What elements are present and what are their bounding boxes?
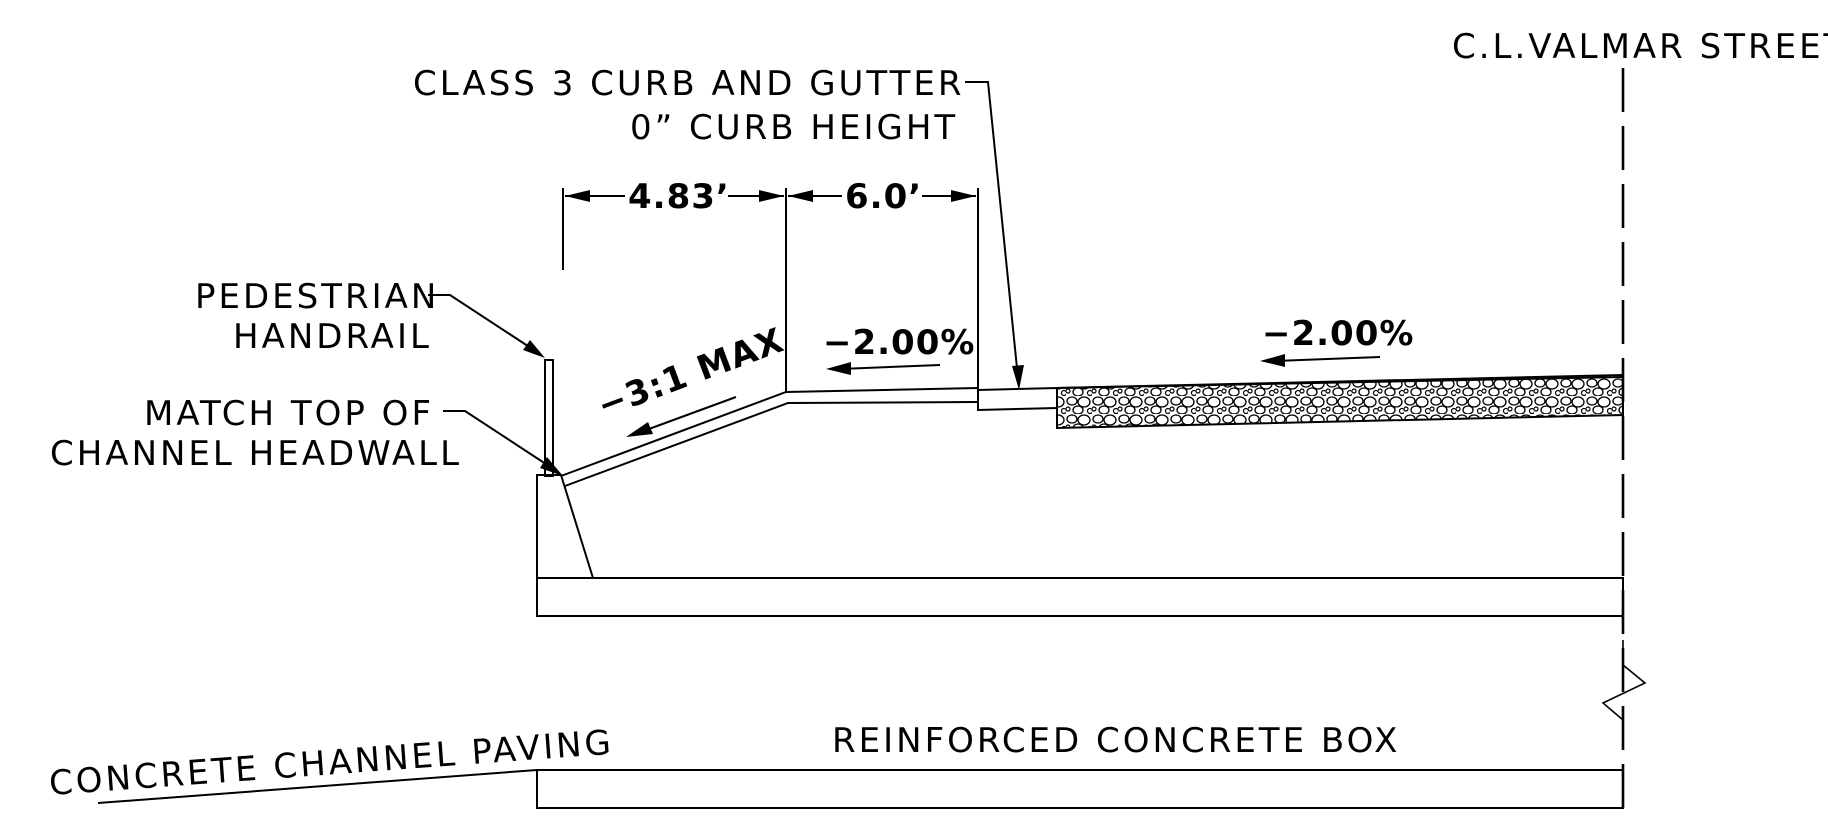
dim2-arrow-right: [951, 190, 976, 202]
headwall-leader-arrowhead: [540, 457, 563, 476]
bottom-slab-outline: [536, 769, 1624, 809]
centerline: C.L.VALMAR STREET: [1452, 27, 1828, 820]
channel-headwall: [536, 474, 594, 579]
side-slope-label: −3:1 MAX: [592, 320, 789, 426]
dim1-arrow-left: [565, 190, 590, 202]
headwall-callout: MATCH TOP OF CHANNEL HEADWALL: [50, 394, 563, 476]
side-slope-arrowhead: [626, 422, 653, 437]
headwall-outline: [536, 474, 594, 579]
handrail-leader-line: [428, 294, 538, 353]
parkway-slope-arrow-line: [839, 364, 941, 370]
aggregate-base-layer: [1056, 375, 1624, 430]
top-slab: [536, 577, 1624, 617]
dim1-arrow-right: [759, 190, 784, 202]
break-symbol: [1601, 640, 1647, 745]
box-label: REINFORCED CONCRETE BOX: [832, 721, 1400, 761]
match-label-line2: CHANNEL HEADWALL: [50, 434, 462, 474]
channel-paving: CONCRETE CHANNEL PAVING: [48, 723, 615, 804]
break-line: [1601, 640, 1647, 745]
road-slope-arrow-line: [1274, 356, 1381, 362]
surface-bottom-line: [564, 401, 979, 487]
handrail-callout: PEDESTRIAN HANDRAIL: [195, 277, 545, 358]
bottom-slab: [536, 769, 1624, 809]
parkway-slope-label: −2.00%: [823, 323, 975, 363]
channel-paving-line: [97, 769, 538, 804]
pavement-section: [1056, 374, 1624, 430]
sidewalk-width-dim: 4.83’: [628, 177, 730, 217]
handrail-label-line2: HANDRAIL: [233, 317, 432, 357]
handrail-leader-arrowhead: [523, 340, 545, 358]
road-slope-label: −2.00%: [1262, 314, 1414, 354]
curb-and-gutter-outline: [977, 386, 1058, 412]
curb-leader-arrowhead: [1012, 365, 1024, 390]
road-slope-arrowhead: [1260, 354, 1285, 367]
handrail-label-line1: PEDESTRIAN: [195, 277, 439, 317]
parkway-width-dim: 6.0’: [845, 177, 922, 217]
headwall-leader-line: [443, 410, 556, 471]
centerline-label: C.L.VALMAR STREET: [1452, 27, 1828, 67]
top-slab-outline: [536, 577, 1624, 617]
dimension-lines: 4.83’ 6.0’: [562, 177, 979, 392]
dim2-arrow-left: [788, 190, 813, 202]
curb-label-line2: 0” CURB HEIGHT: [630, 108, 958, 148]
pavement-surface-line: [1056, 374, 1624, 389]
parkway-slope-arrowhead: [826, 362, 851, 375]
match-label-line1: MATCH TOP OF: [144, 394, 434, 434]
curb-label-line1: CLASS 3 CURB AND GUTTER: [413, 64, 964, 104]
channel-paving-label: CONCRETE CHANNEL PAVING: [48, 723, 615, 804]
handrail-post: [544, 359, 554, 477]
curb-and-gutter: [977, 386, 1058, 412]
side-slope-arrow-line: [637, 396, 737, 434]
curb-leader-line: [965, 81, 1019, 379]
curb-callout: CLASS 3 CURB AND GUTTER 0” CURB HEIGHT: [413, 64, 1024, 390]
pedestrian-handrail: [544, 359, 554, 477]
